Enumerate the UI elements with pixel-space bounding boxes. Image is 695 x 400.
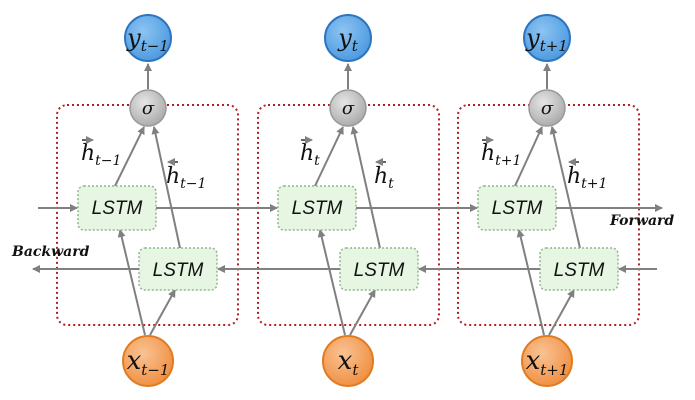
forward-label: Forward	[609, 213, 674, 229]
forward-lstm-label: LSTM	[92, 198, 143, 219]
arrow-backward-to-sigma	[350, 126, 381, 249]
sigma-label: σ	[541, 98, 554, 119]
forward-hidden-label: ht	[300, 141, 320, 169]
input-label: xt	[338, 346, 360, 379]
output-label: yt	[337, 24, 359, 55]
arrow-x-to-forward-lstm	[317, 229, 346, 336]
sigma-node	[528, 89, 566, 127]
output-node-y	[324, 14, 372, 62]
timestep-block-t-plus-1: yt+1 σ xt+1 LSTM LSTM ht+1 ht+1	[457, 14, 640, 387]
output-label: yt−1	[126, 24, 169, 55]
backward-chain: Backward	[11, 244, 657, 273]
backward-hidden-label: ht−1	[166, 164, 206, 192]
arrow-forward-to-sigma	[514, 126, 543, 187]
sigma-node	[329, 89, 367, 127]
arrow-forward-to-sigma	[314, 126, 344, 187]
forward-chain: Forward	[38, 204, 674, 229]
arrow-backward-to-sigma	[151, 126, 181, 249]
backward-label: Backward	[11, 244, 90, 260]
sigma-label: σ	[142, 98, 155, 119]
backward-hidden-label: ht+1	[567, 164, 607, 192]
forward-lstm-cell	[277, 185, 357, 231]
arrow-x-to-forward-lstm	[117, 229, 146, 336]
backward-hidden-label: ht	[374, 164, 394, 192]
timestep-block-t: yt σ xt LSTM LSTM ht ht	[257, 14, 440, 387]
input-node-x	[122, 335, 174, 387]
forward-lstm-cell	[77, 185, 157, 231]
timestep-block-t-minus-1: yt−1 σ xt−1 LSTM LSTM ht−1 ht−1	[56, 14, 239, 387]
forward-lstm-cell	[477, 185, 557, 231]
forward-lstm-label: LSTM	[292, 198, 343, 219]
sigma-label: σ	[342, 98, 355, 119]
forward-lstm-label: LSTM	[492, 198, 543, 219]
input-label: xt+1	[526, 346, 569, 379]
input-node-x	[322, 335, 374, 387]
arrow-x-to-backward-lstm	[149, 289, 176, 336]
input-label: xt−1	[127, 346, 170, 379]
output-node-y	[523, 14, 571, 62]
backward-lstm-label: LSTM	[153, 260, 204, 281]
sigma-node	[129, 89, 167, 127]
arrow-forward-to-sigma	[114, 126, 145, 187]
arrow-x-to-backward-lstm	[349, 289, 376, 336]
arrow-backward-to-sigma	[549, 126, 581, 249]
backward-lstm-label: LSTM	[354, 260, 405, 281]
output-node-y	[124, 14, 172, 62]
output-label: yt+1	[525, 24, 568, 55]
forward-hidden-label: ht+1	[481, 141, 521, 169]
arrow-x-to-forward-lstm	[516, 229, 545, 336]
forward-hidden-label: ht−1	[81, 141, 121, 169]
backward-lstm-label: LSTM	[554, 260, 605, 281]
input-node-x	[521, 335, 573, 387]
arrow-x-to-backward-lstm	[548, 289, 575, 336]
